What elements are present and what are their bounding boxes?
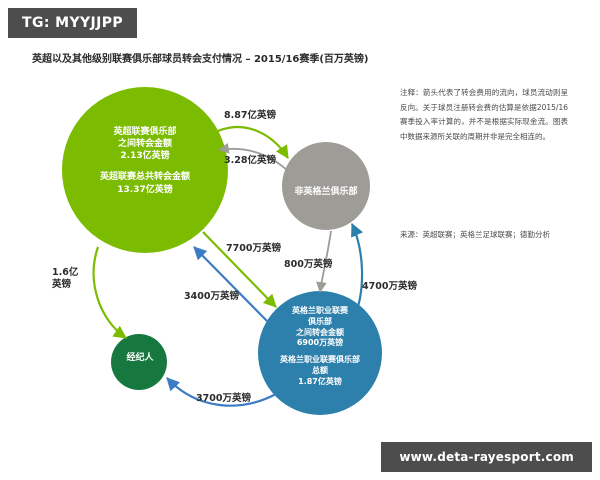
flow-label-non-english-to-efl: 4700万英镑 (362, 281, 417, 292)
watermark-badge: www.deta-rayesport.com (381, 442, 592, 472)
node-circle-non-english (282, 142, 370, 230)
flow-arrow-efl-to-agents (166, 377, 277, 407)
annotation-note: 注释：箭头代表了转会费用的流向，球员流动则呈反向。关于球员注册转会费的估算是依据… (400, 88, 568, 141)
page-title: 英超以及其他级别联赛俱乐部球员转会支付情况 – 2015/16赛季(百万英镑) (32, 54, 369, 65)
flow-label-non-english-to-epl: 3.28亿英镑 (224, 155, 276, 166)
flow-label-efl-to-non-english: 800万英镑 (284, 259, 333, 270)
flow-arrow-non-english-to-epl (218, 143, 290, 173)
flow-arrow-non-english-to-efl (351, 223, 364, 319)
node-circle-efl (258, 291, 382, 415)
flow-label-epl-to-non-english: 8.87亿英镑 (224, 110, 276, 121)
flow-label-epl-to-agents: 1.6亿 英镑 (52, 267, 92, 291)
node-circle-epl (62, 87, 228, 253)
flow-arrow-epl-to-efl (202, 231, 277, 308)
flow-arrow-efl-to-epl (193, 246, 269, 323)
flow-label-epl-to-efl: 7700万英镑 (226, 243, 281, 254)
flow-arrow-epl-to-agents (92, 246, 127, 339)
flow-arrow-epl-to-non-english (217, 126, 289, 159)
flow-arrow-efl-to-non-english (316, 230, 332, 293)
source-note: 来源：英超联赛；英格兰足球联赛；德勤分析 (400, 230, 550, 239)
tg-tag-badge: TG: MYYJJPP (8, 8, 138, 38)
flow-label-efl-to-agents: 3700万英镑 (196, 393, 251, 404)
node-circle-agents (111, 334, 167, 390)
flow-label-efl-to-epl: 3400万英镑 (184, 291, 239, 302)
flow-label-epl-to-agents-line1: 1.6亿 (52, 267, 79, 278)
flow-label-epl-to-agents-line2: 英镑 (52, 278, 72, 290)
